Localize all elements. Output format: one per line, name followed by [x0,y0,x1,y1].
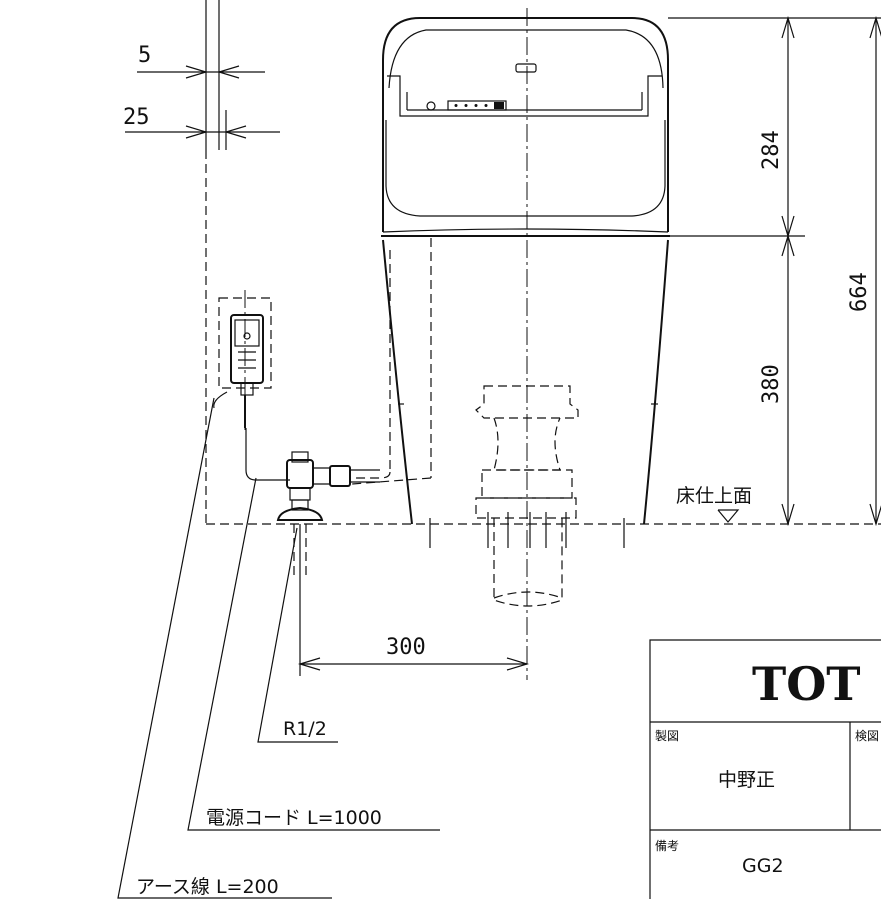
drawn-by-label: 製図 [655,729,679,743]
toilet-upper-body [381,17,670,237]
drain-trap [429,385,625,607]
title-block: TOT 製図 検図 中野正 備考 GG2 [649,639,881,899]
r12-label: R1/2 [283,718,327,740]
floor-finish-label: 床仕上面 [676,485,752,523]
power-outlet [213,290,272,430]
earth-wire-label: アース線 L=200 [136,876,279,898]
notes-label: 備考 [655,838,679,853]
dimension-5: 5 [137,43,265,79]
dimension-284-text: 284 [759,130,784,170]
power-cord-label: 電源コード L=1000 [206,807,382,829]
brand-logo: TOT [752,657,861,711]
floor-finish-text: 床仕上面 [676,485,752,507]
model-code: GG2 [742,855,784,877]
dimension-5-text: 5 [138,43,151,68]
dimension-300-text: 300 [386,635,426,660]
dimension-380-text: 380 [759,364,784,404]
dimension-25-text: 25 [123,105,150,130]
leader-lines [117,397,440,899]
dimension-664-text: 664 [847,272,872,312]
checked-by-label: 検図 [855,729,879,743]
wall-reference-lines [205,0,220,525]
dimension-300: 300 [297,524,530,676]
vertical-dimensions: 284 380 664 [668,15,881,527]
toilet-lower-body [351,238,669,525]
floor-bolts [429,512,625,548]
drafter-name: 中野正 [718,769,775,791]
dimension-25: 25 [123,105,280,150]
stop-valve [245,428,380,580]
